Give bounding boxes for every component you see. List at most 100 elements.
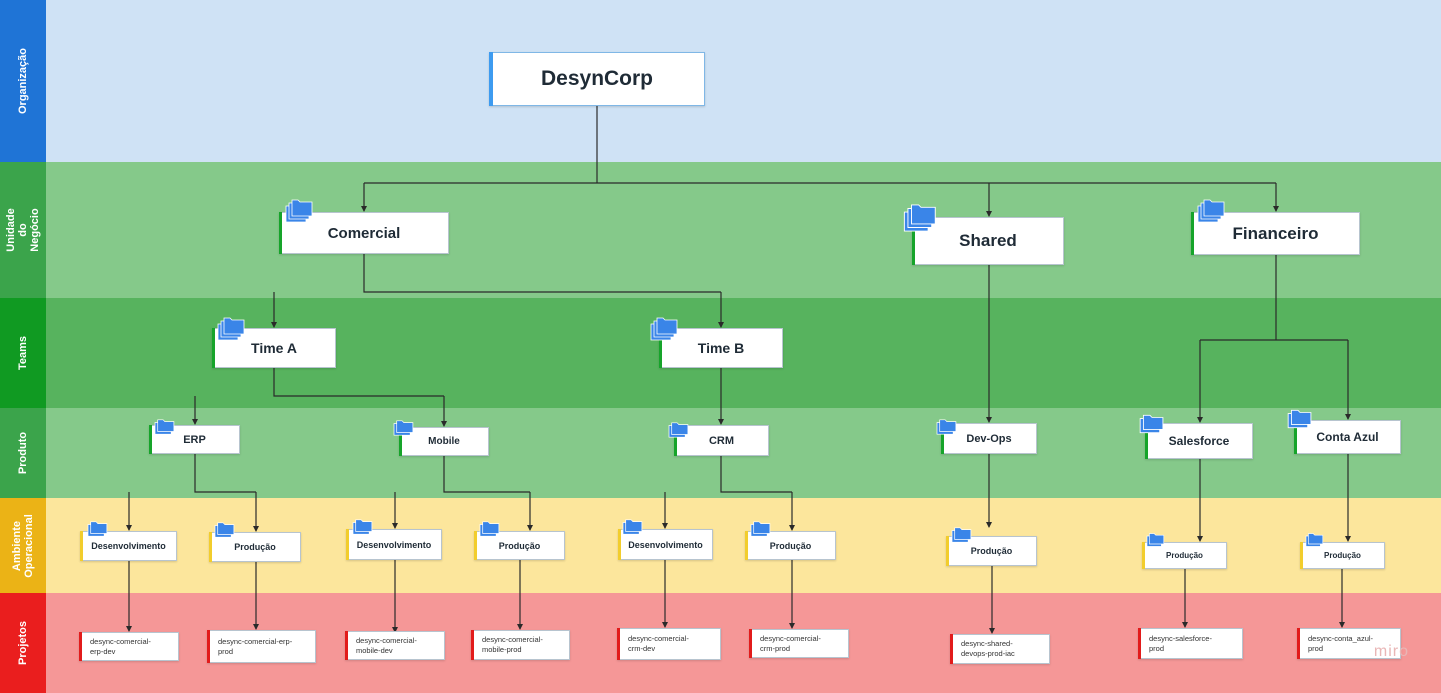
node-dev-ops[interactable]: Dev-Ops xyxy=(941,423,1037,454)
node-label: Produção xyxy=(1324,551,1361,560)
node-accent xyxy=(345,631,348,660)
node-accent xyxy=(950,634,953,664)
node-accent xyxy=(1297,628,1300,659)
folder-icon xyxy=(87,521,108,537)
node-desyncorp[interactable]: DesynCorp xyxy=(489,52,705,106)
node-accent xyxy=(749,629,752,658)
node-label: Produção xyxy=(970,546,1013,556)
folder-icon xyxy=(622,519,643,535)
node-label: Conta Azul xyxy=(1316,430,1379,444)
band-label: Teams xyxy=(0,298,46,408)
node-accent xyxy=(209,532,212,562)
folder-icon xyxy=(1139,414,1164,434)
node-conta-azul[interactable]: Conta Azul xyxy=(1294,420,1401,454)
node-env-crm-prod[interactable]: Produção xyxy=(745,531,836,560)
node-env-erp-prod[interactable]: Produção xyxy=(209,532,301,562)
node-label: desync-comercial-mobile-prod xyxy=(482,635,543,654)
node-label: desync-comercial-erp-dev xyxy=(90,636,151,656)
node-label: Financeiro xyxy=(1232,223,1319,243)
node-shared[interactable]: Shared xyxy=(912,217,1064,265)
node-project-contaazul-prod[interactable]: desync-conta_azul-prod xyxy=(1297,628,1401,659)
node-accent xyxy=(1191,212,1194,255)
node-label: Desenvolvimento xyxy=(91,541,166,551)
band-label: Produto xyxy=(0,408,46,498)
folder-icon xyxy=(936,419,957,435)
folder-stack-icon xyxy=(903,204,936,232)
folder-icon xyxy=(352,519,373,535)
node-comercial[interactable]: Comercial xyxy=(279,212,449,254)
folder-icon xyxy=(479,521,500,537)
node-accent xyxy=(946,536,949,566)
node-accent xyxy=(659,328,662,368)
folder-stack-icon xyxy=(217,317,245,341)
band-label: Unidade do Negócio xyxy=(0,162,46,298)
node-label: Dev-Ops xyxy=(966,432,1012,445)
node-time-a[interactable]: Time A xyxy=(212,328,336,368)
node-project-mobile-dev[interactable]: desync-comercial-mobile-dev xyxy=(345,631,445,660)
node-crm[interactable]: CRM xyxy=(674,425,769,456)
node-accent xyxy=(346,529,349,560)
edge xyxy=(443,456,530,493)
node-env-devops-prod[interactable]: Produção xyxy=(946,536,1037,566)
edge xyxy=(363,254,721,293)
band-organizacao: Organização xyxy=(0,0,1441,162)
node-label: Shared xyxy=(959,231,1017,250)
node-accent xyxy=(207,630,210,663)
folder-icon xyxy=(214,522,235,538)
node-accent xyxy=(617,628,620,660)
folder-icon xyxy=(1305,533,1324,547)
node-accent xyxy=(471,630,474,660)
node-project-devops-prod[interactable]: desync-shared-devops-prod-iac xyxy=(950,634,1050,664)
node-label: Produção xyxy=(769,540,812,551)
node-accent xyxy=(1145,423,1148,459)
node-accent xyxy=(279,212,282,254)
node-accent xyxy=(1142,542,1145,569)
node-project-erp-prod[interactable]: desync-comercial-erp-prod xyxy=(207,630,316,663)
band-label: Projetos xyxy=(0,593,46,693)
node-label: Mobile xyxy=(428,436,460,447)
node-label: ERP xyxy=(183,433,206,446)
node-label: Salesforce xyxy=(1168,434,1230,448)
node-project-crm-dev[interactable]: desync-comercial-crm-dev xyxy=(617,628,721,660)
node-label: desync-comercial-erp-prod xyxy=(218,636,293,656)
node-project-mobile-prod[interactable]: desync-comercial-mobile-prod xyxy=(471,630,570,660)
folder-icon xyxy=(951,527,972,543)
node-label: Produção xyxy=(498,540,541,551)
band-label: Ambiente Operacional xyxy=(0,498,46,593)
node-time-b[interactable]: Time B xyxy=(659,328,783,368)
node-label: Produção xyxy=(234,542,276,552)
folder-icon xyxy=(154,419,175,435)
node-accent xyxy=(912,217,915,265)
folder-icon xyxy=(1146,533,1165,547)
node-accent xyxy=(474,531,477,560)
node-accent xyxy=(212,328,215,368)
node-label: desync-salesforce-prod xyxy=(1149,633,1212,653)
node-project-crm-prod[interactable]: desync-comercial-crm-prod xyxy=(749,629,849,658)
node-accent xyxy=(79,632,82,661)
node-label: Produção xyxy=(1166,551,1203,560)
band-label: Organização xyxy=(0,0,46,162)
node-label: desync-comercial-crm-prod xyxy=(760,633,821,653)
node-project-salesforce-prod[interactable]: desync-salesforce-prod xyxy=(1138,628,1243,659)
node-label: DesynCorp xyxy=(540,67,654,90)
node-label: CRM xyxy=(708,434,735,447)
node-label: Comercial xyxy=(327,224,401,242)
node-accent xyxy=(399,427,402,456)
folder-icon xyxy=(393,420,414,436)
edge xyxy=(273,368,444,397)
edge xyxy=(720,456,792,493)
node-label: desync-shared-devops-prod-iac xyxy=(961,639,1015,658)
node-label: Desenvolvimento xyxy=(356,539,432,550)
node-accent xyxy=(674,425,677,456)
node-label: desync-comercial-mobile-dev xyxy=(356,635,417,655)
node-accent xyxy=(80,531,83,561)
node-label: desync-conta_azul-prod xyxy=(1308,633,1374,653)
node-accent xyxy=(1294,420,1297,454)
edge xyxy=(194,454,256,493)
node-project-erp-dev[interactable]: desync-comercial-erp-dev xyxy=(79,632,179,661)
node-mobile[interactable]: Mobile xyxy=(399,427,489,456)
folder-icon xyxy=(1287,409,1312,429)
node-label: Time A xyxy=(251,340,297,356)
node-accent xyxy=(1300,542,1303,569)
